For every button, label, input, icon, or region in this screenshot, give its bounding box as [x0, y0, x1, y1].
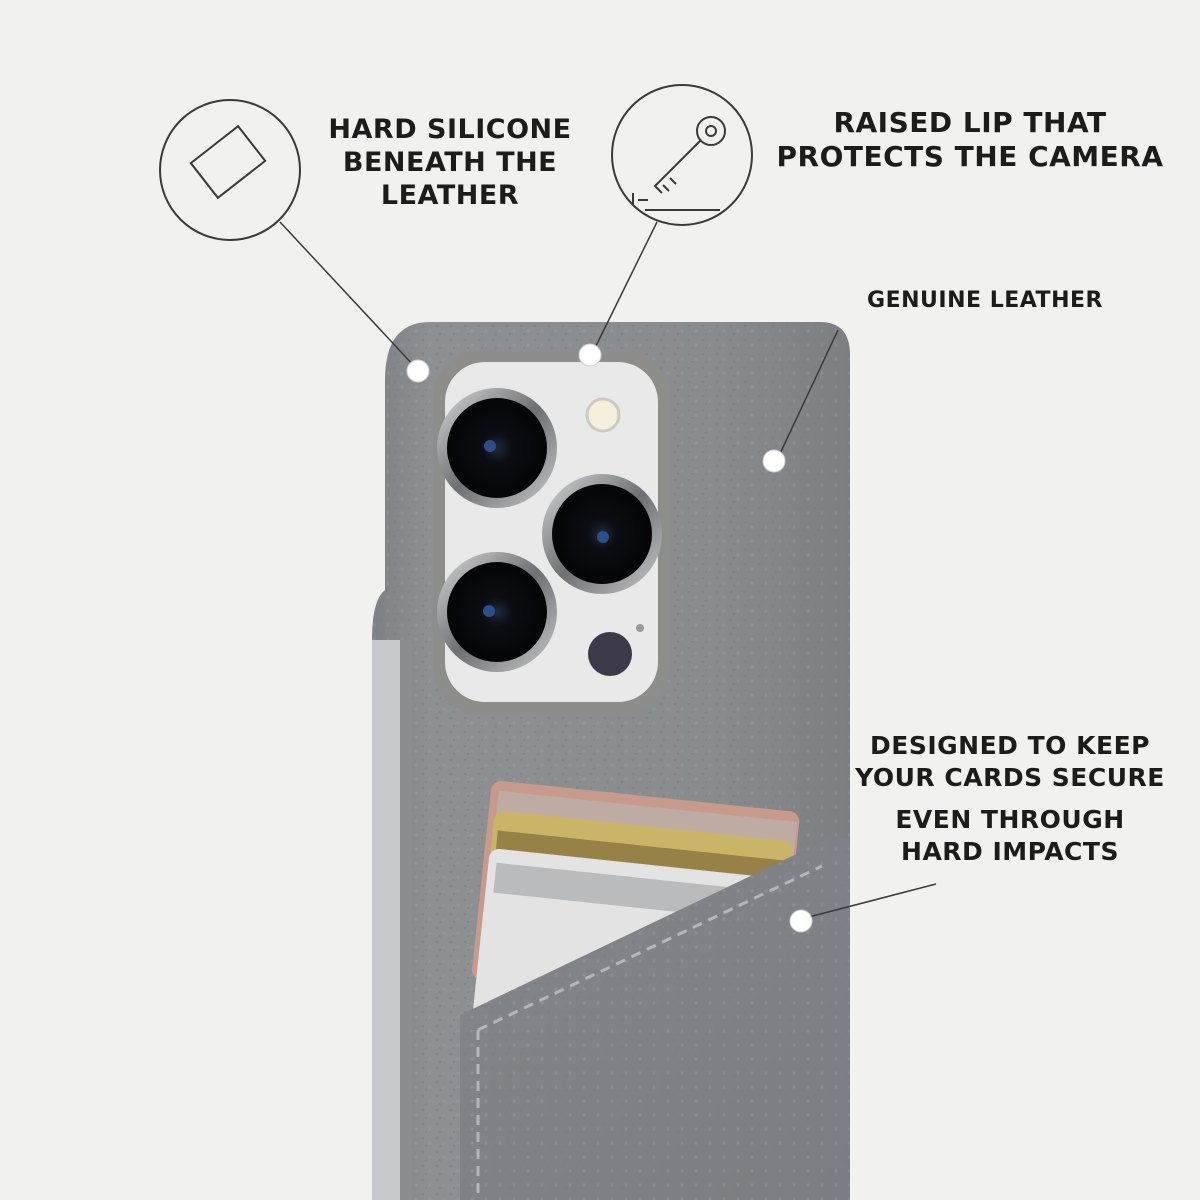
- callout-line: HARD IMPACTS: [901, 837, 1119, 866]
- callout-genuine-leather: GENUINE LEATHER: [840, 288, 1130, 315]
- key-icon: [611, 84, 753, 226]
- callout-leader-lines: [279, 221, 937, 919]
- callout-line: LEATHER: [380, 179, 520, 211]
- phone-outline-icon: [159, 99, 301, 241]
- callout-line: HARD SILICONE: [328, 114, 572, 145]
- camera-lens-bottom: [437, 552, 557, 672]
- flash-icon: [585, 397, 621, 433]
- callout-hard-silicone: HARD SILICONE BENEATH THE LEATHER: [300, 114, 600, 213]
- callout-line: DESIGNED TO KEEP: [870, 731, 1150, 760]
- callout-line: BENEATH THE: [342, 146, 558, 178]
- callout-cards-secure: DESIGNED TO KEEP YOUR CARDS SECURE EVEN …: [840, 730, 1180, 868]
- callout-line: PROTECTS THE CAMERA: [776, 140, 1164, 174]
- callout-raised-lip: RAISED LIP THAT PROTECTS THE CAMERA: [760, 106, 1180, 174]
- lidar-sensor: [588, 632, 632, 676]
- camera-lens-top: [437, 388, 557, 508]
- camera-lens-right: [542, 474, 662, 594]
- callout-line: YOUR CARDS SECURE: [855, 763, 1165, 792]
- camera-module: [433, 350, 670, 715]
- callout-line: EVEN THROUGH: [895, 805, 1125, 834]
- callout-line: RAISED LIP THAT: [833, 106, 1107, 139]
- callout-dots: [406, 343, 813, 933]
- card-pocket: [460, 838, 850, 1200]
- callout-line: GENUINE LEATHER: [867, 288, 1103, 313]
